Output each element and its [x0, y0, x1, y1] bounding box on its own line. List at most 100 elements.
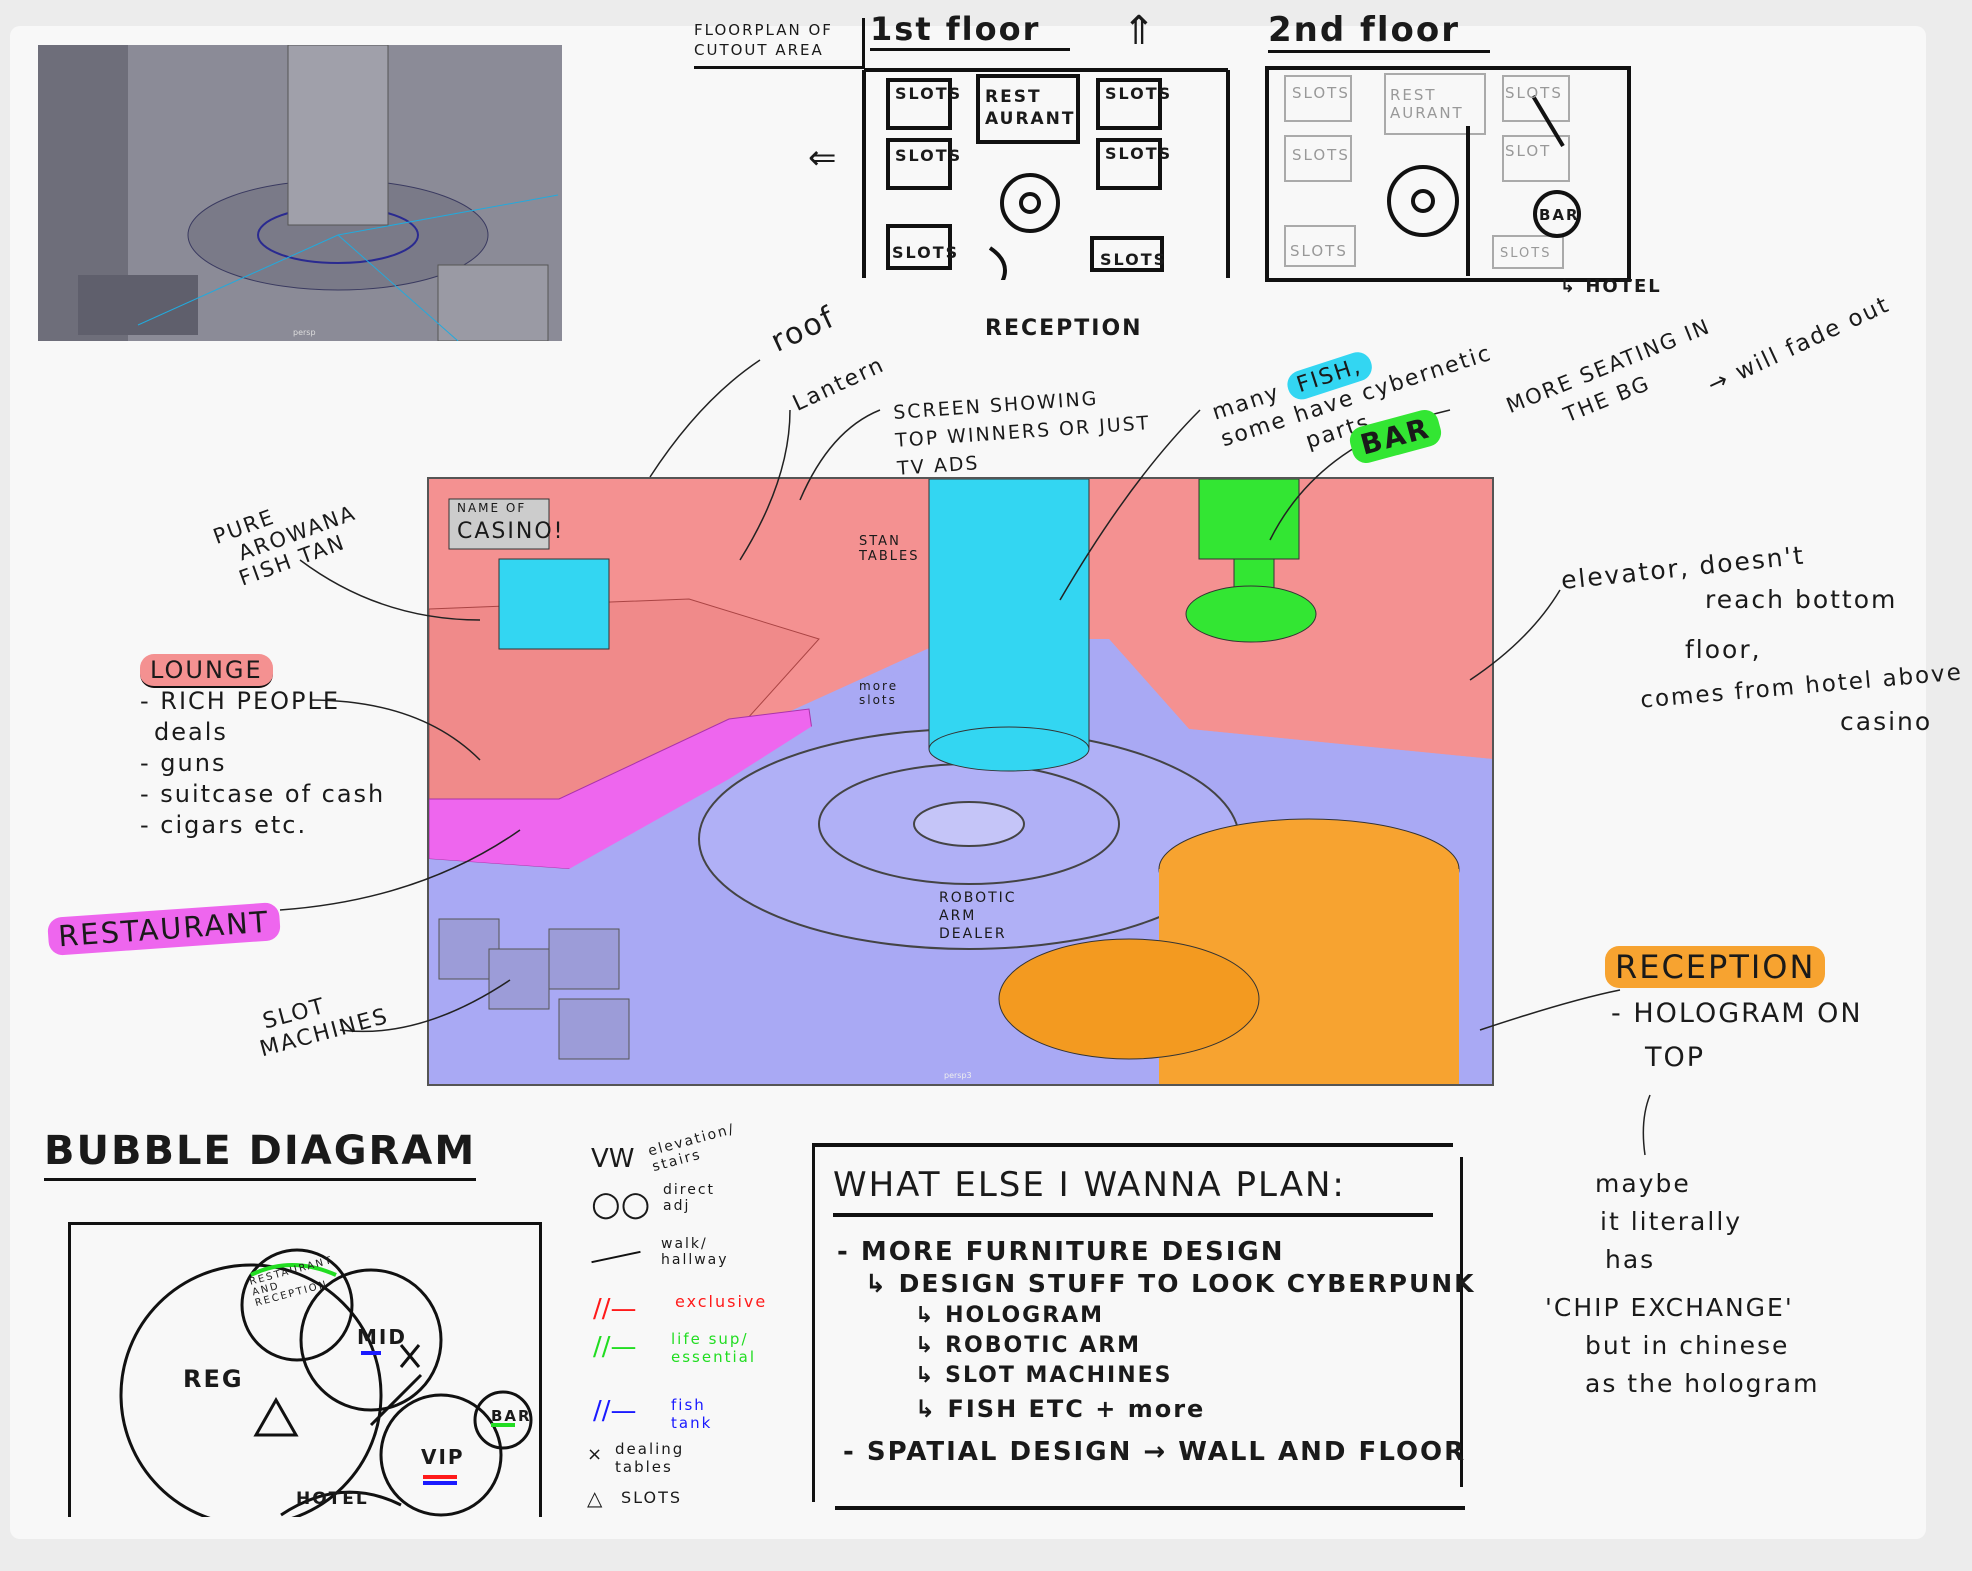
- slots-triangle-icon: △: [587, 1486, 603, 1510]
- maybe-line: maybe: [1595, 1169, 1691, 1198]
- plan-item: ↳ DESIGN STUFF TO LOOK CYBERPUNK: [865, 1269, 1476, 1298]
- second-floor-plan: [1265, 66, 1631, 282]
- elevator-note-line: floor,: [1685, 635, 1762, 664]
- plan-box-bottom-border: [835, 1506, 1465, 1510]
- casino-sign: [448, 498, 550, 550]
- reception-highlight: RECEPTION: [1605, 946, 1826, 988]
- legend-label: fish tank: [671, 1396, 713, 1432]
- plan-item: - MORE FURNITURE DESIGN: [837, 1237, 1285, 1267]
- lounge-item: - cigars etc.: [140, 811, 308, 839]
- render-scene: [429, 479, 1492, 1084]
- plan-item: - SPATIAL DESIGN → WALL AND FLOOR: [843, 1437, 1467, 1467]
- casino-sign-line1: NAME OF: [457, 501, 527, 515]
- life-support-lines-icon: //—: [593, 1332, 637, 1362]
- room-label: SLOTS: [1500, 246, 1552, 261]
- maybe-line: has: [1605, 1245, 1656, 1274]
- elevator-base: [1185, 585, 1317, 643]
- elevator-note-line: casino: [1840, 707, 1933, 736]
- room-label: SLOTS: [1505, 84, 1563, 102]
- aquarium-column: [928, 479, 1090, 750]
- room-label: SLOTS: [1290, 242, 1348, 260]
- legend-label: life sup/ essential: [671, 1330, 757, 1366]
- exclusive-lines-icon: //—: [593, 1294, 637, 1324]
- reception-note: RECEPTION - HOLOGRAM ON TOP: [1605, 945, 1863, 1080]
- room-label: SLOTS: [892, 243, 960, 262]
- bubble-reg: REG: [183, 1365, 244, 1393]
- more-slots-label: more slots: [859, 679, 899, 707]
- elevation-symbol-icon: VW: [591, 1144, 635, 1174]
- bubble-vip: VIP: [421, 1445, 465, 1469]
- reception-line: - HOLOGRAM ON: [1611, 998, 1863, 1029]
- plan-item: ↳ SLOT MACHINES: [915, 1363, 1173, 1388]
- plan-box: WHAT ELSE I WANNA PLAN: - MORE FURNITURE…: [812, 1143, 1474, 1510]
- bubble-bar: BAR: [491, 1407, 532, 1425]
- lounge-item: - suitcase of cash: [140, 780, 386, 808]
- elevator-note: elevator, doesn't reach bottom floor, co…: [1560, 540, 1964, 736]
- camera-label: persp3: [944, 1071, 972, 1080]
- room-label: REST AURANT: [1390, 86, 1464, 122]
- bar-label: BAR: [1539, 206, 1580, 224]
- elevator-note-line: reach bottom: [1705, 585, 1898, 614]
- maybe-line: but in chinese: [1585, 1331, 1790, 1360]
- room-label: SLOTS: [1292, 146, 1350, 164]
- viewport-camera-label: persp: [293, 328, 316, 337]
- casino-sign-line2: CASINO!: [457, 519, 565, 544]
- floorplan-header: FLOORPLAN OF CUTOUT AREA: [694, 18, 865, 69]
- room-label: REST AURANT: [985, 87, 1076, 129]
- legend-item: × dealing tables: [585, 1436, 765, 1486]
- bubble-mid: MID: [357, 1325, 407, 1349]
- fish-tank: [498, 558, 610, 650]
- legend-label: SLOTS: [621, 1488, 683, 1507]
- room-label: SLOTS: [1292, 84, 1350, 102]
- fish-tank-lines-icon: //—: [593, 1396, 637, 1426]
- room-label: SLOTS: [1100, 250, 1168, 269]
- hotel-text: HOTEL: [1585, 276, 1662, 297]
- legend-item: //— life sup/ essential: [585, 1326, 765, 1392]
- lounge-highlight: LOUNGE: [140, 654, 273, 688]
- room-label: SLOT: [1505, 142, 1552, 160]
- room-label: SLOTS: [895, 84, 963, 103]
- hotel-label: ↳ HOTEL: [1560, 276, 1662, 297]
- casino-render: NAME OF CASINO! STAN TABLES more slots R…: [427, 477, 1494, 1086]
- plan-item: ↳ HOLOGRAM: [915, 1303, 1105, 1328]
- legend-item: //— exclusive: [585, 1282, 765, 1326]
- stand-tables-label: STAN TABLES: [859, 534, 920, 564]
- legend-item: VW elevation/ stairs: [585, 1121, 765, 1178]
- legend-item: walk/ hallway: [585, 1226, 765, 1282]
- lounge-item: deals: [154, 718, 228, 746]
- second-floor-title: 2nd floor: [1268, 10, 1490, 53]
- maybe-line: 'CHIP EXCHANGE': [1545, 1293, 1794, 1322]
- plan-item: ↳ ROBOTIC ARM: [915, 1333, 1142, 1358]
- room-label: SLOTS: [895, 146, 963, 165]
- legend-label: elevation/ stairs: [646, 1121, 737, 1176]
- maybe-line: as the hologram: [1585, 1369, 1820, 1398]
- adjacent-circles-icon: ○○: [591, 1184, 651, 1224]
- north-arrow-icon: ⇑: [1122, 8, 1156, 54]
- legend-item: //— fish tank: [585, 1392, 765, 1436]
- lounge-item: - RICH PEOPLE: [140, 687, 341, 715]
- maybe-line: it literally: [1600, 1207, 1743, 1236]
- room-label: SLOTS: [1105, 144, 1173, 163]
- hallway-line-icon: [591, 1250, 641, 1264]
- legend-item: △ SLOTS: [585, 1486, 765, 1516]
- lounge-item: - guns: [140, 749, 227, 777]
- wireframe-scene: [38, 45, 559, 341]
- west-arrow-icon: ⇐: [808, 138, 837, 178]
- dealing-table-x-icon: ×: [587, 1444, 603, 1465]
- first-floor-plan: [862, 68, 1230, 280]
- room-label: SLOTS: [1105, 84, 1173, 103]
- plan-title: WHAT ELSE I WANNA PLAN:: [833, 1165, 1433, 1217]
- legend-label: dealing tables: [615, 1440, 685, 1476]
- legend-item: ○○ direct adj: [585, 1178, 765, 1226]
- legend-label: direct adj: [663, 1182, 716, 1214]
- viewport-thumbnail: persp: [38, 45, 562, 341]
- legend-label: walk/ hallway: [661, 1236, 729, 1268]
- lounge-note: LOUNGE - RICH PEOPLE deals - guns - suit…: [140, 654, 386, 841]
- reception-label: RECEPTION: [985, 316, 1143, 341]
- bubble-diagram: REG RESTAURANT AND RECEPTION MID VIP BAR…: [68, 1222, 542, 1517]
- bubble-diagram-title: BUBBLE DIAGRAM: [44, 1128, 477, 1181]
- reception-line: TOP: [1645, 1042, 1706, 1073]
- bubble-hotel: HOTEL: [296, 1489, 369, 1509]
- screen-note: SCREEN SHOWING TOP WINNERS OR JUST TV AD…: [892, 381, 1153, 483]
- maybe-note: maybe it literally has 'CHIP EXCHANGE' b…: [1545, 1165, 1819, 1403]
